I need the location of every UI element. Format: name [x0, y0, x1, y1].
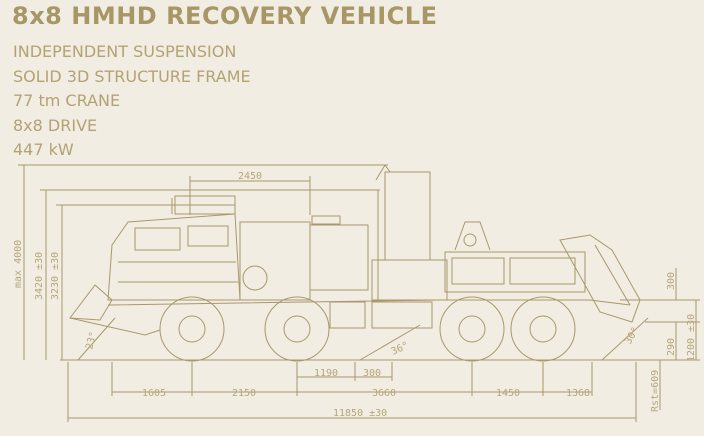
crane-mast: [384, 171, 431, 261]
dim-rear-290: 290: [666, 338, 677, 356]
spare-wheel: [242, 265, 268, 291]
dim-rear-overhang: 1368: [566, 388, 590, 399]
front-ramp: [69, 284, 113, 321]
wheel-2: [264, 296, 330, 362]
dim-rear-1200: 1200 ±30: [686, 314, 697, 362]
dim-offset-1190: 1190: [314, 368, 338, 379]
spec-item-frame: SOLID 3D STRUCTURE FRAME: [13, 66, 251, 86]
dim-offset-300: 300: [363, 368, 381, 379]
dim-axle-1-2: 1605: [142, 388, 166, 399]
crane-arm: [375, 164, 391, 181]
body-box: [309, 224, 369, 291]
cab-window-1: [134, 227, 181, 251]
rear-winch: [454, 221, 491, 251]
dim-approach-angle: 23°: [84, 330, 99, 350]
chassis-frame: [107, 299, 631, 306]
dim-height-3: 3230 ±30: [50, 252, 61, 300]
front-bumper: [69, 317, 161, 336]
rear-body: [444, 251, 586, 293]
spec-item-drive: 8x8 DRIVE: [13, 115, 98, 135]
dim-axle-3-4: 1450: [496, 388, 520, 399]
dim-turning-radius: Rst=609: [650, 370, 661, 412]
page-title: 8x8 HMHD RECOVERY VEHICLE: [12, 2, 438, 30]
dim-rear-300: 300: [666, 272, 677, 290]
dim-axle-2-gap: 2150: [232, 388, 256, 399]
rear-underlift: [559, 234, 641, 323]
wheel-1: [159, 296, 225, 362]
dim-total-length: 11850 ±30: [333, 408, 387, 419]
wheel-3: [439, 296, 505, 362]
wheel-4: [510, 296, 576, 362]
spec-item-crane: 77 tm CRANE: [13, 91, 121, 110]
spec-item-power: 447 kW: [13, 140, 74, 159]
ramp-angle-line: [359, 324, 421, 361]
cab-window-2: [187, 225, 229, 247]
cab-roof-box: [174, 195, 236, 215]
dim-wheelbase-mid: 3660: [372, 388, 396, 399]
dim-height-2: 3420 ±30: [34, 252, 45, 300]
departure-angle-line: [601, 317, 649, 361]
exhaust: [311, 215, 341, 225]
spec-list: INDEPENDENT SUSPENSION SOLID 3D STRUCTUR…: [13, 40, 251, 163]
cab-body: [107, 213, 241, 301]
dim-ramp-angle: 36°: [390, 340, 411, 358]
approach-angle-line: [77, 317, 116, 361]
dim-max-height: max 4000: [13, 240, 24, 288]
dim-departure-angle: 30°: [623, 325, 642, 346]
crane-base: [371, 259, 448, 301]
spec-item-suspension: INDEPENDENT SUSPENSION: [13, 42, 237, 61]
dim-cab-length: 2450: [238, 171, 262, 182]
engine-block: [239, 221, 311, 301]
